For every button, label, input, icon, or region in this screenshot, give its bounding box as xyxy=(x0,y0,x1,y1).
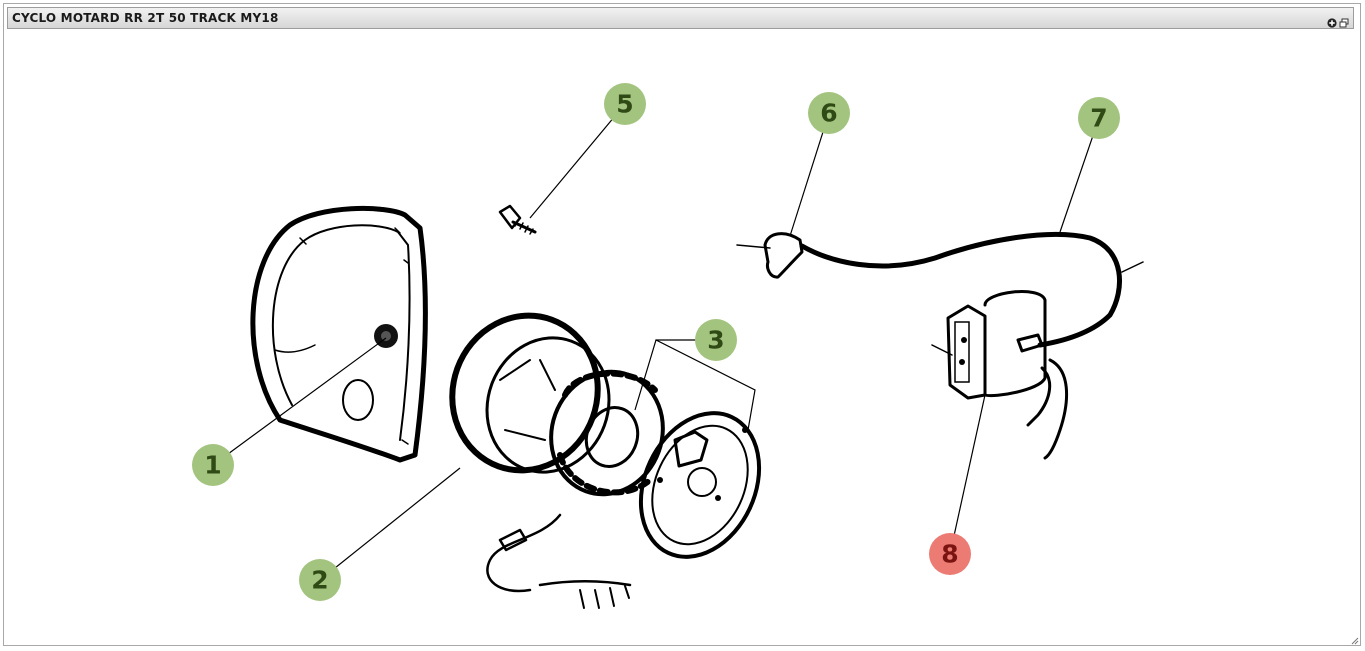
leader-line-3 xyxy=(634,339,756,431)
resize-grip-icon[interactable] xyxy=(1351,637,1359,645)
svg-text:6: 6 xyxy=(820,99,837,128)
svg-text:2: 2 xyxy=(311,566,328,595)
screw-drawing xyxy=(498,204,537,235)
leader-line-8 xyxy=(949,394,986,555)
panel-titlebar: CYCLO MOTARD RR 2T 50 TRACK MY18 xyxy=(7,7,1354,29)
leader-line-1 xyxy=(212,337,387,466)
callout-5[interactable]: 5 xyxy=(604,83,646,125)
callout-8-selected[interactable]: 8 xyxy=(929,533,971,575)
rotor-drawing xyxy=(449,312,632,609)
svg-text:5: 5 xyxy=(616,90,633,119)
ht-lead-drawing xyxy=(736,231,1144,348)
callout-7[interactable]: 7 xyxy=(1078,97,1120,139)
leader-line-6 xyxy=(789,112,830,237)
leader-line-5 xyxy=(529,103,626,219)
flywheel-cover-drawing xyxy=(250,205,428,463)
leader-line-2 xyxy=(319,467,461,581)
svg-text:1: 1 xyxy=(204,451,221,480)
restore-window-icon[interactable] xyxy=(1339,13,1349,28)
parts-diagram-panel xyxy=(3,3,1361,646)
panel-title: CYCLO MOTARD RR 2T 50 TRACK MY18 xyxy=(12,11,279,25)
callout-1[interactable]: 1 xyxy=(192,444,234,486)
svg-text:7: 7 xyxy=(1090,104,1107,133)
callout-2[interactable]: 2 xyxy=(299,559,341,601)
callout-3[interactable]: 3 xyxy=(695,319,737,361)
svg-text:3: 3 xyxy=(707,326,724,355)
callout-6[interactable]: 6 xyxy=(808,92,850,134)
svg-text:8: 8 xyxy=(941,540,958,569)
stator-drawing xyxy=(549,369,762,559)
add-circle-icon[interactable] xyxy=(1327,13,1337,28)
ignition-coil-drawing xyxy=(931,290,1069,460)
